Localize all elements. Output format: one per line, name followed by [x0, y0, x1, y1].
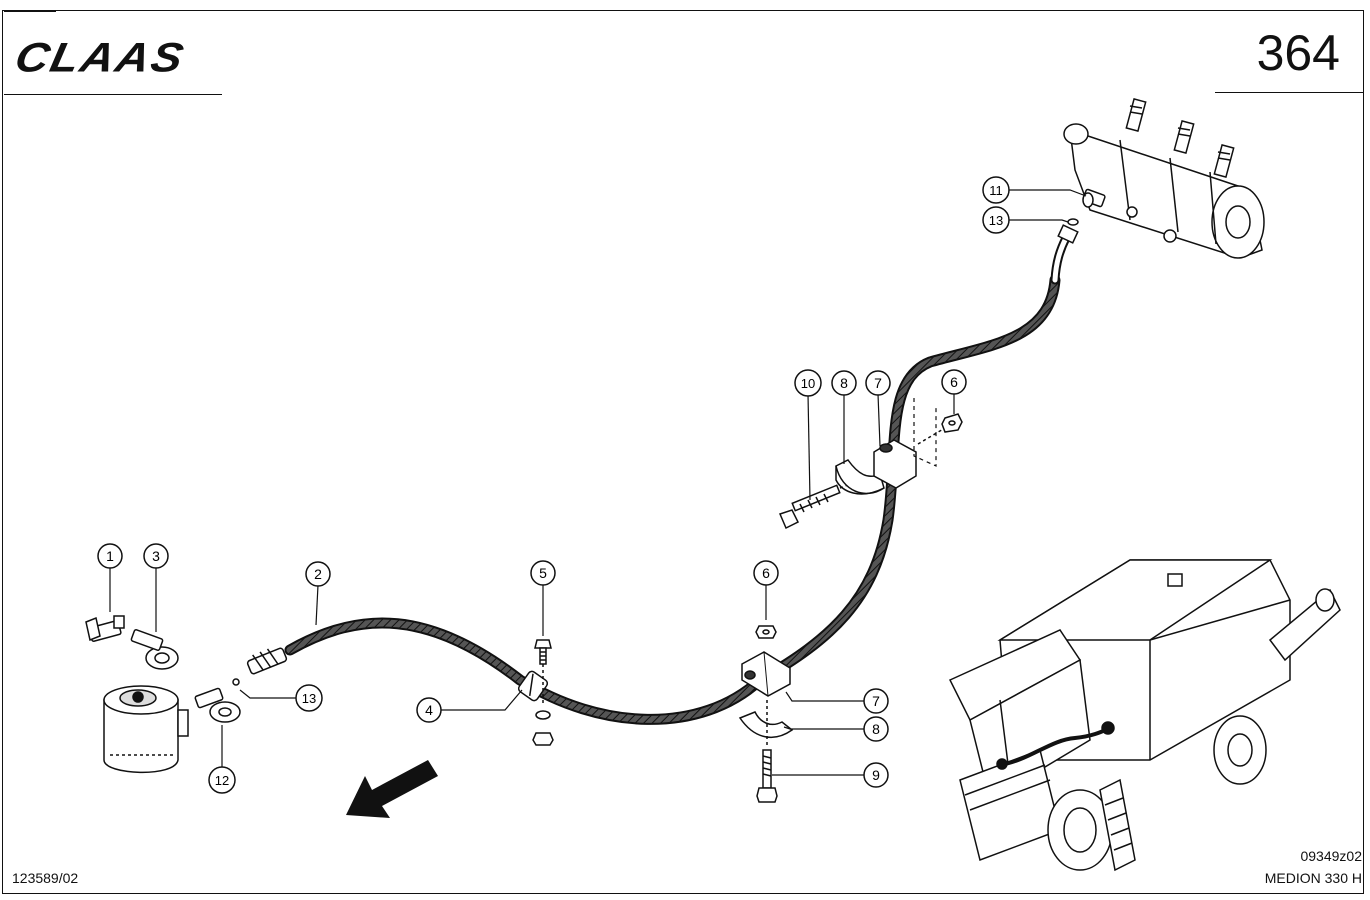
callout-label: 7: [872, 693, 880, 709]
callout-11: 11: [982, 176, 1010, 204]
direction-arrow: [346, 760, 438, 818]
callout-6-upper: 6: [941, 369, 967, 395]
combine-harvester-inset: [948, 559, 1341, 872]
callout-label: 4: [425, 702, 433, 718]
callout-label: 6: [762, 565, 770, 581]
callout-7-lower: 7: [863, 688, 889, 714]
callout-8-upper: 8: [831, 370, 857, 396]
clamp-block-7-lower: [741, 651, 791, 697]
callout-6-lower: 6: [753, 560, 779, 586]
callout-label: 10: [801, 376, 815, 391]
drawing-reference: 123589/02: [12, 870, 79, 886]
callout-label: 8: [872, 721, 880, 737]
banjo-fitting: [130, 629, 179, 670]
straight-union-fitting: [85, 615, 125, 642]
clamp-block-7-upper: [873, 439, 917, 489]
callout-4: 4: [416, 697, 442, 723]
callout-5: 5: [530, 560, 556, 586]
nut-6-lower: [755, 625, 777, 639]
mounting-plate-outline: [913, 398, 937, 467]
seal-ring-13-upper: [1057, 218, 1079, 244]
callout-label: 7: [874, 375, 882, 391]
callout-1: 1: [97, 543, 123, 569]
sheet-corner-tab: [4, 0, 56, 12]
callout-13-upper: 13: [982, 206, 1010, 234]
callout-label: 13: [302, 691, 316, 706]
bolt-9: [756, 700, 778, 803]
callout-label: 2: [314, 566, 322, 582]
model-name: MEDION 330 H: [1264, 870, 1362, 886]
header-rule-right: [1215, 92, 1364, 93]
pump-elbow-fitting-11: [1082, 188, 1106, 208]
hose-clamp-4: [517, 670, 549, 702]
callout-label: 13: [989, 213, 1003, 228]
callout-label: 12: [215, 773, 229, 788]
bolt-10: [778, 479, 861, 530]
callout-label: 6: [950, 374, 958, 390]
hydraulic-hose: [284, 233, 1071, 725]
callout-label: 5: [539, 565, 547, 581]
callout-label: 9: [872, 767, 880, 783]
callout-8-lower: 8: [863, 716, 889, 742]
callout-label: 8: [840, 375, 848, 391]
page-number: 364: [1256, 25, 1340, 81]
callout-3: 3: [143, 543, 169, 569]
callout-9: 9: [863, 762, 889, 788]
image-code: 09349z02: [1300, 848, 1362, 864]
bolt-5: [532, 639, 554, 746]
callout-10: 10: [794, 369, 822, 397]
callout-2: 2: [305, 561, 331, 587]
hose-end-fitting: [232, 647, 288, 686]
callout-label: 11: [989, 183, 1003, 198]
header-rule-left: [4, 94, 222, 95]
hydraulic-pump-assembly: [1063, 98, 1265, 259]
callout-12: 12: [208, 766, 236, 794]
callout-label: 1: [106, 548, 114, 564]
steering-unit: [103, 685, 189, 774]
callout-7-upper: 7: [865, 370, 891, 396]
sheet-border: [2, 10, 1364, 894]
clamp-half-8-lower: [738, 711, 794, 738]
callout-label: 3: [152, 548, 160, 564]
banjo-fitting-lower: [194, 687, 241, 723]
callout-13-lower: 13: [295, 684, 323, 712]
nut-6-upper: [917, 413, 963, 445]
leader-lines: [109, 189, 1087, 776]
